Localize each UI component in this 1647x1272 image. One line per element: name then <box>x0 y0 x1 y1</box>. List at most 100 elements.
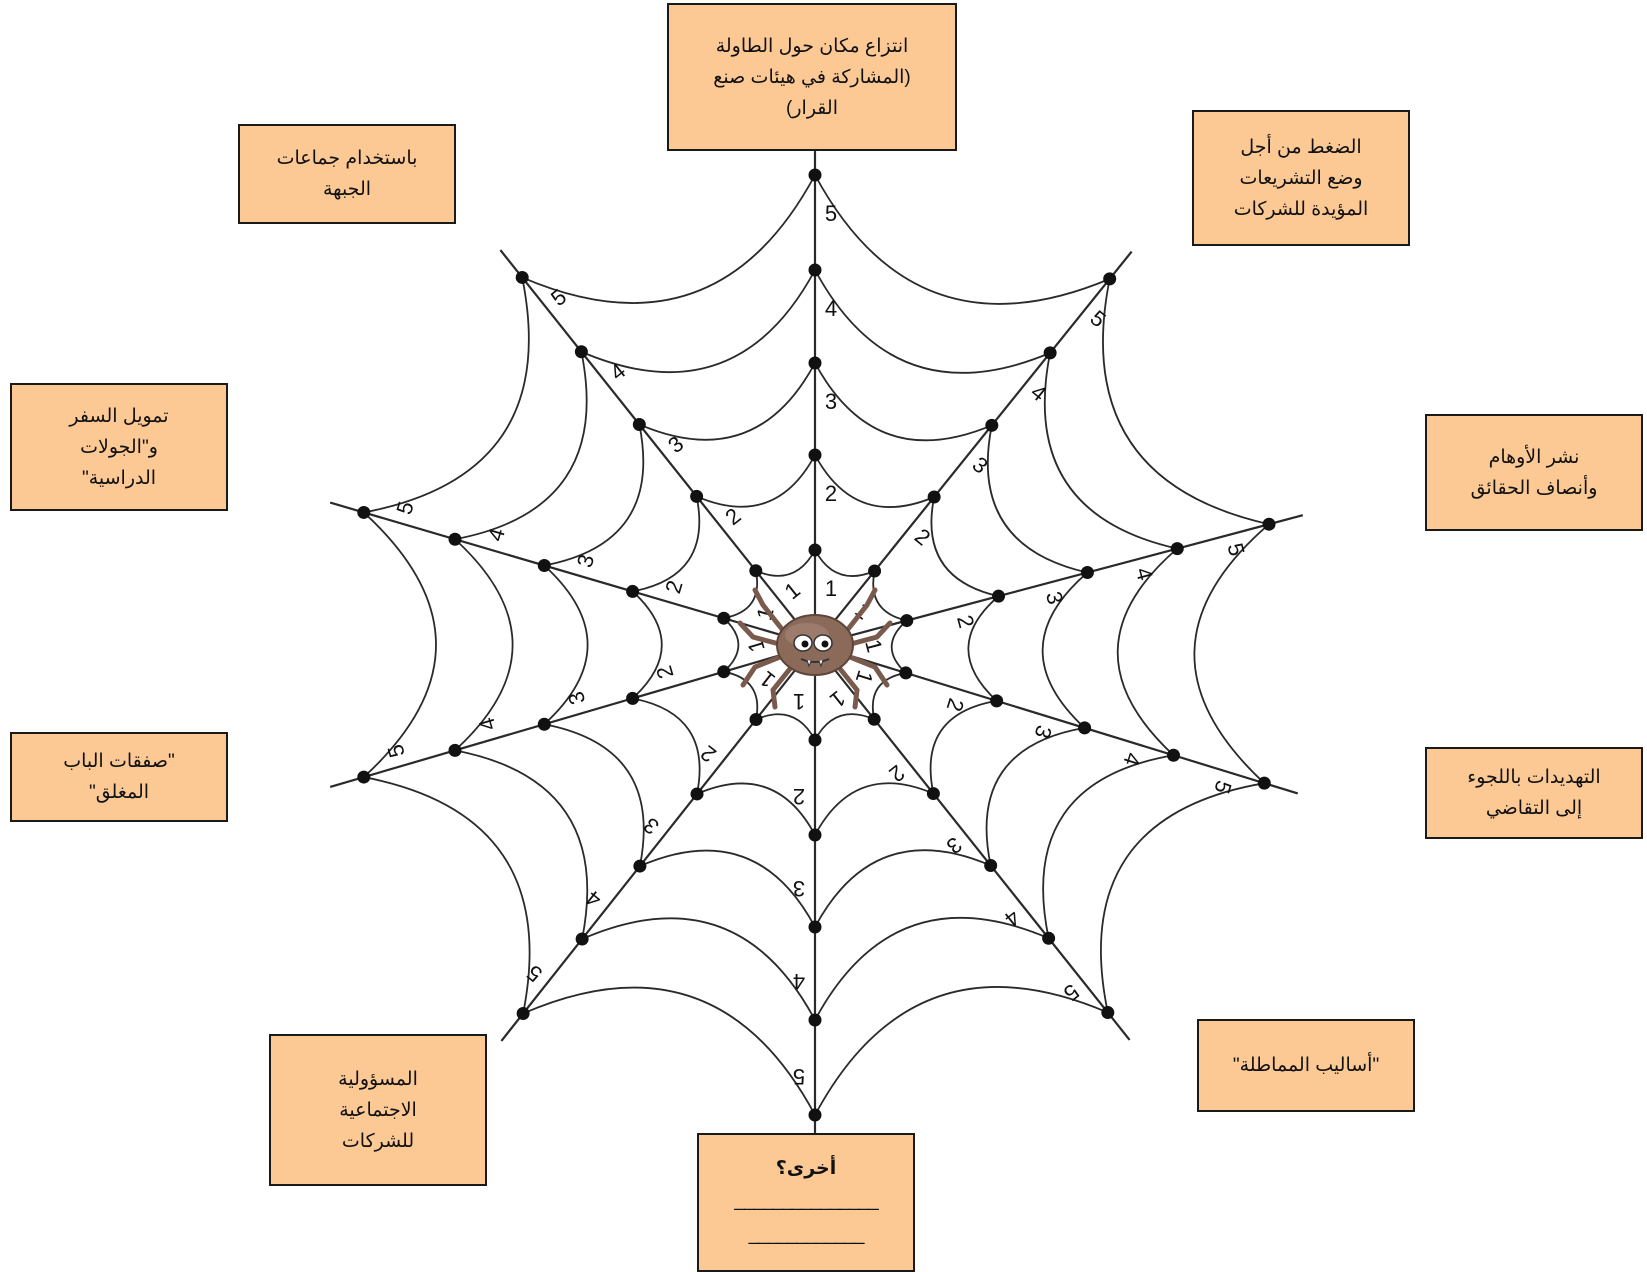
web-thread <box>1042 754 1174 939</box>
ring-number-label: 4 <box>581 885 606 912</box>
web-node <box>632 417 646 431</box>
tactic-label: تمويل السفر و"الجولات الدراسية" <box>69 405 169 489</box>
web-node <box>899 666 913 680</box>
ring-number-label: 2 <box>651 663 678 682</box>
web-thread <box>723 617 740 673</box>
web-node <box>537 558 551 572</box>
web-thread <box>755 549 816 577</box>
web-thread <box>581 917 816 1021</box>
web-node <box>984 859 998 873</box>
web-node <box>926 787 940 801</box>
web-thread <box>890 619 908 674</box>
tactic-box-left-lower: "صفقات الباب المغلق" <box>10 732 228 822</box>
web-thread <box>872 672 906 720</box>
ring-number-label: 3 <box>663 431 688 458</box>
ring-number-label: 1 <box>825 686 850 713</box>
spider-icon <box>737 587 893 710</box>
web-node <box>690 787 704 801</box>
web-node <box>717 611 731 625</box>
web-node <box>808 356 822 370</box>
web-spoke <box>814 514 1304 647</box>
web-node <box>1257 776 1271 790</box>
web-thread <box>1100 782 1265 1013</box>
web-node <box>992 589 1006 603</box>
web-thread <box>723 670 759 720</box>
web-node <box>1043 346 1057 360</box>
ring-number-label: 3 <box>825 389 837 414</box>
ring-number-label: 5 <box>522 960 547 987</box>
ring-number-label: 3 <box>1030 722 1057 741</box>
web-node <box>867 712 881 726</box>
web-thread <box>814 549 875 577</box>
web-thread <box>639 849 816 928</box>
ring-number-label: 3 <box>1041 589 1068 607</box>
web-node <box>717 665 731 679</box>
web-node <box>808 828 822 842</box>
web-thread <box>872 570 907 622</box>
tactic-box-right-lower: التهديدات باللجوء إلى التقاضي <box>1425 747 1643 839</box>
web-node <box>808 1013 822 1027</box>
web-thread <box>696 454 816 508</box>
web-node <box>808 733 822 747</box>
web-node <box>690 489 704 503</box>
web-node <box>990 694 1004 708</box>
web-node <box>808 263 822 277</box>
tactic-label: "صفقات الباب المغلق" <box>63 751 175 803</box>
tactic-label: المسؤولية الاجتماعية للشركات <box>338 1068 418 1152</box>
web-thread <box>454 538 514 752</box>
web-node <box>357 770 371 784</box>
ring-number-label: 3 <box>793 876 805 901</box>
ring-number-label: 2 <box>910 523 935 550</box>
ring-number-label: 1 <box>793 689 805 714</box>
tactic-box-top-left: باستخدام جماعات الجبهة <box>238 124 456 224</box>
web-node <box>808 920 822 934</box>
web-spokes <box>329 140 1304 1150</box>
web-node <box>633 859 647 873</box>
web-thread <box>814 986 1109 1116</box>
web-node <box>515 270 529 284</box>
ring-number-label: 4 <box>793 969 805 994</box>
ring-number-label: 5 <box>793 1064 805 1089</box>
tactic-label: انتزاع مكان حول الطاولة (المشاركة في هيئ… <box>713 35 911 119</box>
web-thread <box>1116 547 1178 756</box>
web-thread <box>363 277 530 514</box>
ring-number-label: 4 <box>1026 379 1051 406</box>
web-thread <box>543 564 589 725</box>
ring-number-label: 3 <box>942 832 967 859</box>
web-thread <box>814 713 875 741</box>
other-blank-line: ____________ <box>748 1224 865 1245</box>
web-spoke <box>814 250 1133 646</box>
other-title: أخرى؟ <box>775 1158 837 1179</box>
web-node <box>537 717 551 731</box>
web-thread <box>814 174 1111 305</box>
web-node <box>868 564 882 578</box>
web-node <box>626 691 640 705</box>
web-thread <box>454 749 589 940</box>
ring-number-label: 3 <box>563 689 590 708</box>
web-thread <box>985 727 1085 866</box>
tactic-box-right-upper: نشر الأوهام وأنصاف الحقائق <box>1425 414 1643 531</box>
web-thread <box>930 496 999 598</box>
web-node <box>749 564 763 578</box>
ring-number-label: 2 <box>696 740 721 767</box>
web-thread <box>521 174 816 304</box>
web-thread <box>638 362 816 441</box>
web-spoke <box>500 644 816 1042</box>
ring-number-label: 1 <box>825 576 837 601</box>
web-thread <box>1102 278 1270 526</box>
web-node <box>808 1108 822 1122</box>
web-node <box>1101 1006 1115 1020</box>
web-node <box>575 932 589 946</box>
web-thread <box>814 269 1051 374</box>
web-thread <box>581 269 816 373</box>
web-spoke <box>329 501 816 647</box>
web-node <box>1170 542 1184 556</box>
web-node <box>808 448 822 462</box>
web-node <box>1080 566 1094 580</box>
ring-number-label: 3 <box>572 552 599 571</box>
ring-number-label: 1 <box>780 577 805 604</box>
web-thread <box>696 782 816 836</box>
ring-number-label: 2 <box>952 612 979 630</box>
web-thread <box>631 590 663 700</box>
web-thread <box>814 362 993 442</box>
